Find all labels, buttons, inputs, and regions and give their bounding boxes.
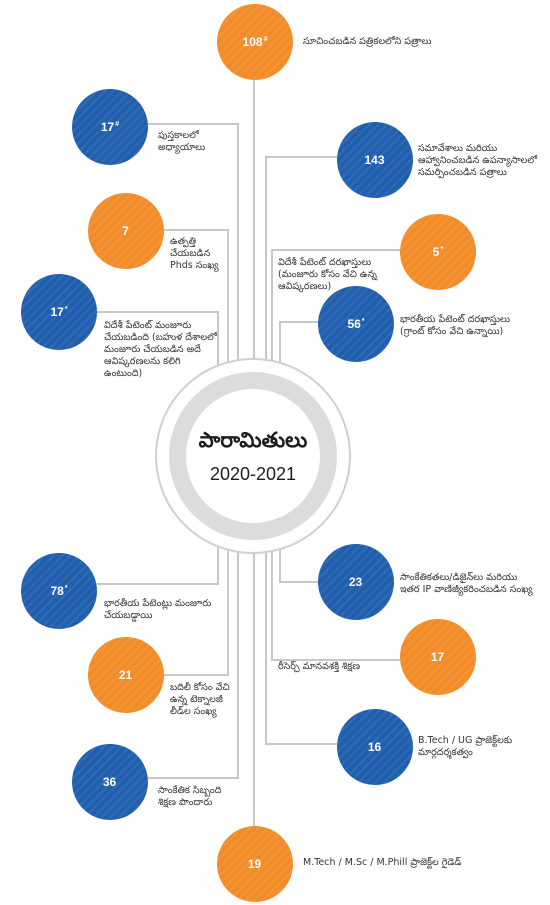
bubble-technical-staff-training: 36 [72, 744, 148, 820]
bubble-value: 7 [122, 224, 129, 238]
label-phds-produced: ఉత్పత్తి చేయబడిన Phds సంఖ్య [170, 236, 219, 271]
bubble-marker: * [64, 584, 68, 592]
bubble-suggested-journal-papers: 108# [217, 4, 293, 80]
label-foreign-patents-granted: విదేశీ పేటెంట్ మంజూరు చేయబడింది (బహుళ దే… [104, 320, 217, 379]
bubble-value: 78 [50, 584, 64, 598]
label-suggested-journal-papers: సూచించబడిన పత్రికలలోని పత్రాలు [303, 36, 432, 47]
bubble-technologies-awaiting-transfer: 21 [88, 637, 164, 713]
label-indian-patents-granted: భారతీయ పేటెంట్లు మంజూరు చేయబడ్డాయి [104, 598, 212, 621]
bubble-mtech-msc-mphil-guidance: 19 [217, 826, 293, 902]
center-circle: పారామితులు 2020-2021 [155, 358, 351, 554]
center-years: 2020-2021 [209, 463, 297, 484]
bubble-research-manpower-training: 17 [400, 619, 476, 695]
bubble-value: 36 [102, 775, 117, 789]
bubble-marker: # [115, 120, 120, 128]
label-book-chapters: పుస్తకాలలో అధ్యాయాలు [158, 130, 206, 153]
bubble-marker: * [440, 245, 444, 253]
bubble-value: 17 [100, 120, 115, 134]
center-title: పారామితులు [198, 427, 308, 452]
bubble-value: 143 [364, 153, 385, 167]
bubble-marker: # [263, 35, 268, 43]
bubble-value: 16 [367, 740, 382, 754]
bubble-value: 17 [430, 650, 445, 664]
bubble-btech-ug-project-guidance: 16 [337, 709, 413, 785]
label-technical-staff-training: సాంకేతిక సిబ్బంది శిక్షణ పొందారు [158, 785, 222, 808]
label-mtech-msc-mphil-guidance: M.Tech / M.Sc / M.Phill ప్రాజెక్ట్‌ల గైడ… [303, 857, 462, 868]
bubble-phds-produced: 7 [88, 193, 164, 269]
bubble-book-chapters: 17# [72, 89, 148, 165]
bubble-value: 23 [348, 575, 363, 589]
bubble-foreign-patent-applications: 5* [400, 214, 476, 290]
label-btech-ug-project-guidance: B.Tech / UG ప్రాజెక్ట్‌లకు మార్గదర్శకత్వ… [418, 735, 513, 758]
label-research-manpower-training: రీసెర్చ్ మానవశక్తి శిక్షణ [278, 661, 361, 672]
bubble-indian-patents-granted: 78* [21, 553, 97, 629]
label-technologies-designs-ip: సాంకేతికతలు/డిజైన్‌లు మరియు ఇతర IP వాణిజ… [400, 572, 533, 595]
bubble-technologies-designs-ip: 23 [318, 544, 394, 620]
bubble-value: 19 [247, 857, 262, 871]
label-foreign-patent-applications: విదేశీ పేటెంట్ దరఖాస్తులు (మంజూరు కోసం వ… [278, 257, 377, 292]
label-conference-papers: సమావేశాలు మరియు ఆహ్వానించబడిన ఉపన్యాసాలల… [418, 143, 538, 178]
bubble-marker: * [361, 317, 365, 325]
bubble-value: 5 [432, 245, 440, 259]
bubble-value: 108 [242, 35, 263, 49]
bubble-value: 21 [118, 668, 133, 682]
bubble-indian-patent-applications: 56* [318, 286, 394, 362]
label-technologies-awaiting-transfer: బదిలీ కోసం వేచి ఉన్న టెక్నాలజీ లీడ్‌ల సం… [170, 682, 230, 717]
bubble-value: 56 [347, 317, 361, 331]
bubble-conference-papers: 143 [337, 122, 413, 198]
bubble-foreign-patents-granted: 17* [21, 274, 97, 350]
label-indian-patent-applications: భారతీయ పేటెంట్ దరఖాస్తులు (గ్రాంట్ కోసం … [400, 314, 510, 337]
bubble-marker: * [64, 305, 68, 313]
bubble-value: 17 [50, 305, 64, 319]
